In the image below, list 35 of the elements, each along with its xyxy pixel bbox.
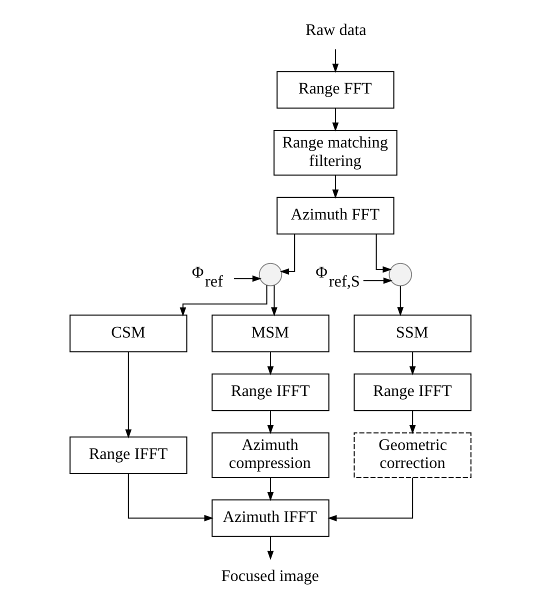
arrow <box>124 352 132 438</box>
node-box: SSM <box>353 314 471 352</box>
node-circle <box>258 262 282 286</box>
node-box: Azimuth FFT <box>276 196 394 234</box>
node-box: Azimuth compression <box>211 432 329 478</box>
arrow <box>179 285 267 316</box>
arrow <box>266 536 274 560</box>
node-box: Range FFT <box>276 71 394 109</box>
node-box: Range IFFT <box>211 374 329 412</box>
arrow <box>266 410 274 434</box>
arrow <box>332 49 338 73</box>
arrow <box>362 277 392 284</box>
node-text: Raw data <box>305 20 366 39</box>
arrow <box>234 275 262 282</box>
arrow <box>375 234 392 273</box>
arrow <box>396 286 404 316</box>
arrow <box>279 234 295 275</box>
arrow <box>327 478 413 522</box>
node-text: Focused image <box>220 566 319 585</box>
arrow <box>332 108 338 132</box>
node-box: Range matching filtering <box>273 130 397 176</box>
node-box: MSM <box>211 314 329 352</box>
node-box: Azimuth IFFT <box>211 499 329 537</box>
arrow <box>332 175 338 199</box>
node-box: CSM <box>69 314 187 352</box>
arrow <box>127 474 213 522</box>
arrow <box>270 285 277 316</box>
arrow <box>408 410 416 434</box>
arrow <box>408 352 416 376</box>
node-box: Range IFFT <box>69 436 187 474</box>
arrow <box>266 352 274 376</box>
node-circle <box>388 262 412 286</box>
node-box: Range IFFT <box>353 374 471 412</box>
arrow <box>266 478 274 502</box>
node-box: Geometric correction <box>353 432 471 478</box>
